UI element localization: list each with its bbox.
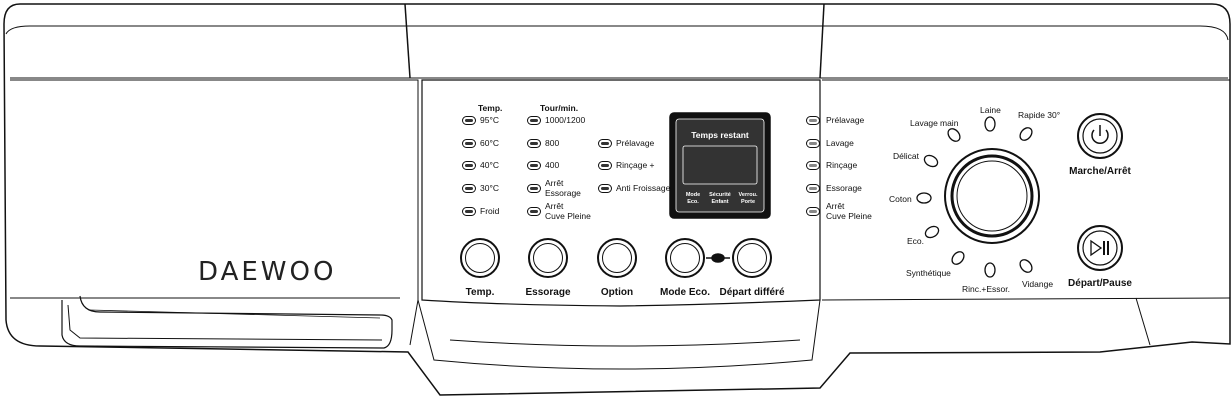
option-button[interactable] [597,238,637,278]
display-title: Temps restant [691,130,749,140]
spin-header: Tour/min. [540,103,579,113]
temp-button[interactable] [460,238,500,278]
spin-button[interactable] [528,238,568,278]
phase-led-prelavage [806,116,820,125]
program-dial[interactable] [945,149,1039,243]
spin-led-800 [527,139,541,148]
program-laine: Laine [980,105,1001,115]
temp-led-froid [462,207,476,216]
spin-option-800: 800 [545,138,560,148]
spin-led-arret-cuve [527,207,541,216]
temp-option-60: 60°C [480,138,499,148]
phase-rincage: Rinçage [826,160,858,170]
option-antifroissage: Anti Froissage [616,183,671,193]
program-rapide: Rapide 30° [1018,110,1061,120]
temp-button-label: Temp. [465,287,495,298]
spin-option-400: 400 [545,160,560,170]
temp-led-60 [462,139,476,148]
phase-essorage: Essorage [826,183,862,193]
option-rincage: Rinçage + [616,160,655,170]
display-indicator-verrou: Verrou. Porte [738,192,758,205]
spin-option-1000: 1000/1200 [545,115,586,125]
temp-led-40 [462,161,476,170]
display-indicator-eco: Mode Eco. [685,192,701,205]
start-pause-button[interactable] [1078,226,1122,270]
eco-mode-button[interactable] [665,238,705,278]
program-synthetique: Synthétique [906,268,951,278]
option-prelavage: Prélavage [616,138,655,148]
program-lavage: Lavage [910,118,938,128]
temp-led-95 [462,116,476,125]
program-coton: Coton [889,194,912,204]
spin-option-arret-essorage: Arrêt Essorage [545,178,581,198]
program-rinc: Rinc.+Essor. [962,284,1010,294]
power-button-label: Marche/Arrêt [1069,166,1131,177]
spin-button-label: Essorage [525,287,571,298]
program-vidange: Vidange [1022,279,1054,289]
spin-led-arret-essorage [527,184,541,193]
temp-option-froid: Froid [480,206,500,216]
temp-option-95: 95°C [480,115,499,125]
program-lavage-main: main [940,118,959,128]
program-eco: Eco. [907,236,925,246]
spin-led-400 [527,161,541,170]
delay-start-button[interactable] [732,238,772,278]
phase-led-rincage [806,161,820,170]
option-led-antifroissage [598,184,612,193]
temp-option-30: 30°C [480,183,499,193]
phase-prelavage: Prélavage [826,115,865,125]
phase-led-arret-cuve [806,207,820,216]
temp-led-30 [462,184,476,193]
start-pause-button-label: Départ/Pause [1068,278,1132,289]
phase-led-lavage [806,139,820,148]
option-button-label: Option [600,287,634,298]
phase-arret-cuve: Arrêt Cuve Pleine [826,201,872,221]
temp-header: Temp. [478,103,503,113]
option-led-prelavage [598,139,612,148]
delay-start-button-label: Départ différé [719,287,785,298]
power-button[interactable] [1078,114,1122,158]
spin-option-arret-cuve: Arrêt Cuve Pleine [545,201,591,221]
option-led-rincage [598,161,612,170]
brand-logo: DAEWOO [198,257,337,287]
eco-mode-button-label: Mode Eco. [659,287,710,298]
temp-option-40: 40°C [480,160,499,170]
spin-led-1000 [527,116,541,125]
display-indicator-securite: Sécurité Enfant [709,192,731,205]
phase-led-essorage [806,184,820,193]
phase-lavage: Lavage [826,138,854,148]
program-delicat: Délicat [893,151,919,161]
